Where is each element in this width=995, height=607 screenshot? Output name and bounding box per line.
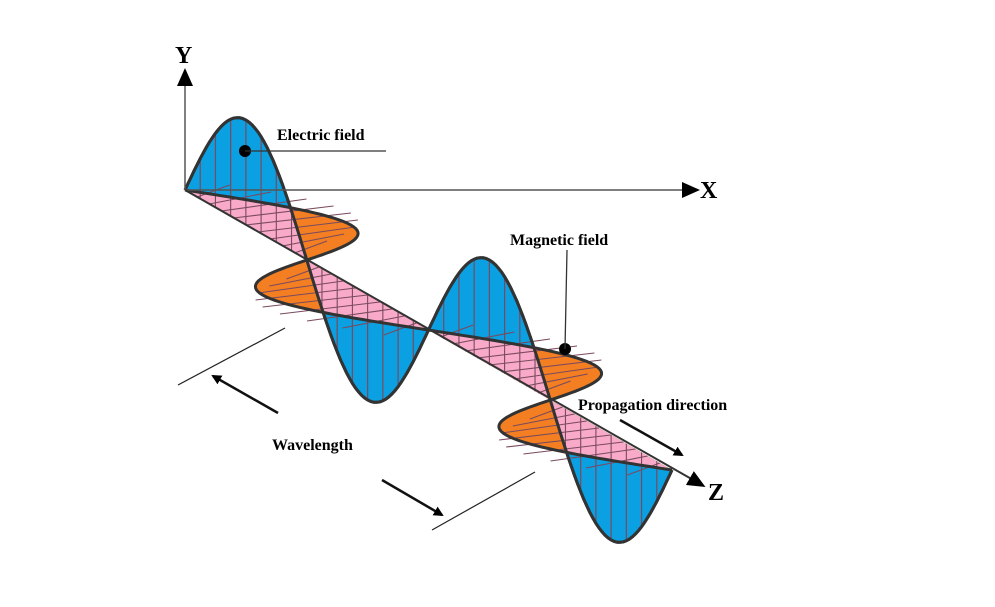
overlap-fill: [185, 190, 307, 260]
y-axis-label: Y: [175, 43, 192, 69]
magnetic-field-curve: [184, 188, 360, 262]
magnetic-field-vector: [196, 184, 230, 198]
magnetic-field-vector: [627, 462, 661, 476]
magnetic-field-curve: [253, 258, 429, 332]
magnetic-field-vector: [282, 233, 345, 247]
wavelength-arrow-right: [381, 478, 444, 517]
magnetic-field-vector: [233, 205, 334, 219]
magnetic-field-vector: [269, 273, 332, 287]
z-axis-label: Z: [708, 480, 724, 506]
magnetic-field-vector: [258, 280, 344, 294]
magnetic-field-vector: [464, 338, 551, 352]
electric-field-label: Electric field: [277, 127, 365, 144]
overlap-fill: [428, 330, 551, 400]
electric-field-curve-outline: [305, 259, 430, 404]
x-axis-label: X: [700, 178, 718, 204]
wavelength-guide-left: [177, 327, 286, 386]
magnetic-field-vector: [286, 266, 320, 280]
propagation-direction-label: Propagation direction: [578, 397, 727, 414]
magnetic-field-vector: [529, 406, 563, 420]
magnetic-field-vector: [489, 352, 595, 366]
magnetic-field-vector: [525, 373, 588, 387]
magnetic-field-vector: [512, 413, 575, 427]
electric-field-curve-outline: [548, 399, 674, 544]
magnetic-field-vector: [306, 308, 393, 322]
electric-field-curve-outline: [183, 116, 309, 261]
magnetic-field-label: Magnetic field: [510, 232, 608, 249]
propagation-arrow: [619, 418, 684, 457]
magnetic-field-curve: [428, 328, 604, 402]
magnetic-field-vector: [501, 420, 587, 434]
wavelength-arrow-left: [211, 374, 279, 415]
magnetic-field-vector: [245, 212, 351, 226]
magnetic-field-vector: [262, 294, 368, 308]
wavelength-guide-right: [431, 471, 536, 531]
overlap-fill: [306, 260, 429, 330]
z-axis: [184, 189, 706, 487]
magnetic-field-vector: [513, 366, 599, 380]
overlap-fill: [550, 400, 672, 470]
magnetic-field-vector: [221, 198, 307, 212]
magnetic-field-curve: [497, 398, 673, 472]
magnetic-field-vector: [523, 441, 624, 455]
magnetic-field-vector: [270, 226, 356, 240]
electric-field-curve-outline: [427, 256, 552, 401]
magnetic-field-vector: [294, 240, 328, 254]
wavelength-label: Wavelength: [272, 437, 353, 454]
magnetic-field-leader: [564, 249, 568, 350]
magnetic-field-vector: [440, 324, 474, 338]
magnetic-field-vector: [550, 448, 636, 462]
magnetic-field-vector: [279, 301, 380, 315]
magnetic-field-vector: [506, 434, 612, 448]
magnetic-field-vector: [537, 380, 571, 394]
magnetic-field-vector: [383, 322, 417, 336]
